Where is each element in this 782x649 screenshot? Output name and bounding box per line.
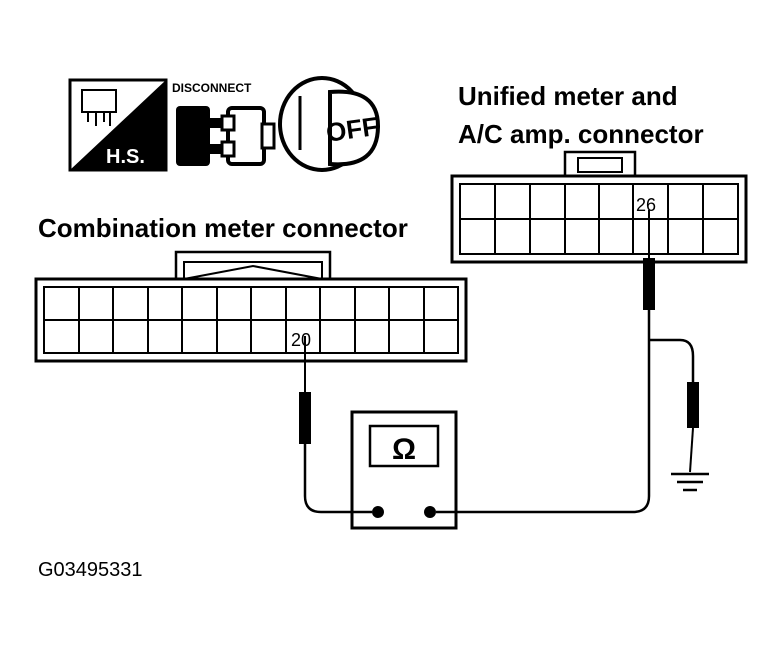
ground-icon	[671, 472, 709, 492]
disconnect-icon: DISCONNECT	[172, 81, 276, 166]
test-leads	[299, 210, 699, 514]
unified-label-line2: A/C amp. connector	[458, 119, 704, 149]
ohm-symbol: Ω	[392, 433, 416, 466]
figure-code: G03495331	[38, 559, 143, 581]
ignition-off-icon: OFF	[278, 76, 381, 172]
lead-ground	[649, 338, 695, 382]
combination-label: Combination meter connector	[38, 213, 408, 243]
disconnect-label: DISCONNECT	[172, 81, 252, 95]
unified-label-line1: Unified meter and	[458, 81, 678, 111]
lead-right	[436, 310, 651, 514]
unified-connector: 26 Unified meter and A/C amp. connector	[450, 81, 748, 264]
off-label: OFF	[324, 111, 380, 148]
harness-label: H.S.	[106, 146, 145, 168]
negative-terminal	[372, 506, 384, 518]
probe-left	[299, 392, 311, 444]
combination-connector-grid	[44, 287, 458, 353]
positive-terminal	[424, 506, 436, 518]
unified-pin-number: 26	[636, 195, 656, 215]
harness-check-icon: H.S.	[68, 78, 168, 172]
lead-left	[303, 444, 372, 514]
probe-right	[643, 258, 655, 310]
probe-ground	[687, 382, 699, 428]
ohmmeter: Ω	[350, 410, 458, 530]
unified-connector-grid	[460, 184, 738, 254]
combination-pin-number: 20	[291, 330, 311, 350]
combination-connector: 20 Combination meter connector	[34, 213, 468, 363]
